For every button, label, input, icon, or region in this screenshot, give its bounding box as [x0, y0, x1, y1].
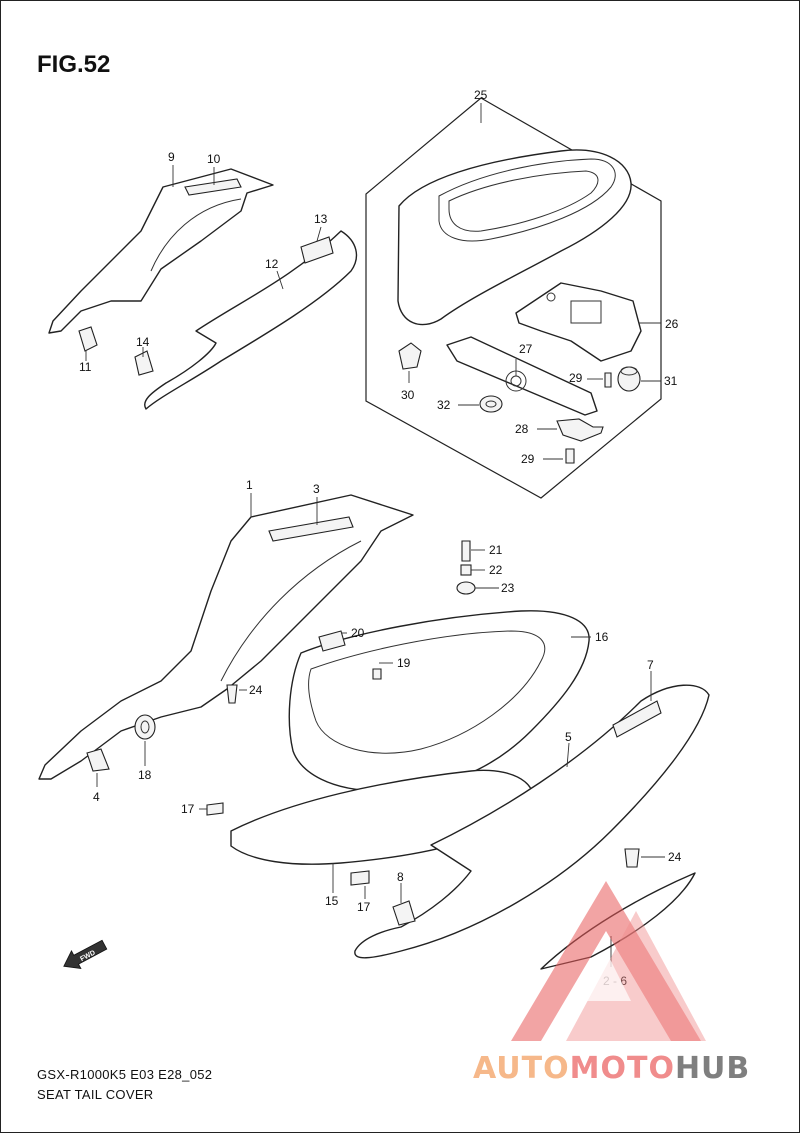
- upper-cover-left-part[interactable]: [48, 168, 274, 334]
- screw-24-right[interactable]: [624, 848, 640, 868]
- bolt-29-lower[interactable]: [565, 448, 575, 464]
- seat-tail-cover-left-part[interactable]: [38, 494, 414, 780]
- bolt-19-part[interactable]: [372, 668, 382, 680]
- callout-13: 13: [314, 212, 328, 226]
- mount-10-part[interactable]: [184, 178, 242, 196]
- callout-15: 15: [325, 894, 339, 908]
- washer-23-part[interactable]: [456, 581, 476, 595]
- seat-tail-cover-right-part[interactable]: [354, 684, 710, 959]
- callout-14: 14: [136, 335, 150, 349]
- callout-24-left: 24: [249, 683, 263, 697]
- callout-24-right: 24: [668, 850, 682, 864]
- clip-4-part[interactable]: [86, 748, 110, 772]
- watermark-logo-text: AUTOMOTOHUB: [473, 1051, 750, 1086]
- callout-22: 22: [489, 563, 503, 577]
- callout-7: 7: [647, 658, 654, 672]
- clip-14-part[interactable]: [134, 350, 154, 376]
- seat-tail-frame-part[interactable]: [288, 610, 590, 792]
- footer-section-title: SEAT TAIL COVER: [37, 1087, 154, 1102]
- mount-7-part[interactable]: [612, 700, 662, 738]
- callout-5: 5: [565, 730, 572, 744]
- latch-part[interactable]: [556, 418, 604, 442]
- bolt-21-part[interactable]: [461, 540, 471, 562]
- callout-25: 25: [474, 88, 488, 102]
- callout-31: 31: [664, 374, 678, 388]
- figure-title: FIG.52: [37, 51, 111, 78]
- seat-cowl-part[interactable]: [397, 149, 632, 326]
- callout-27: 27: [519, 342, 533, 356]
- bolt-29-upper[interactable]: [604, 372, 612, 388]
- cushion-17-left[interactable]: [206, 802, 224, 816]
- callout-8: 8: [397, 870, 404, 884]
- mount-3-part[interactable]: [268, 516, 354, 542]
- footer-model-code: GSX-R1000K5 E03 E28_052: [37, 1067, 213, 1082]
- callout-28: 28: [515, 422, 529, 436]
- callout-9: 9: [168, 150, 175, 164]
- fwd-arrow-icon: FWD: [63, 939, 108, 970]
- collar-22-part[interactable]: [460, 564, 472, 576]
- callout-1: 1: [246, 478, 253, 492]
- mount-13-part[interactable]: [300, 236, 334, 264]
- bracket-20-part[interactable]: [318, 630, 346, 652]
- callout-21: 21: [489, 543, 503, 557]
- automotohub-watermark-logo: [511, 881, 706, 1041]
- screw-24-left[interactable]: [226, 684, 238, 704]
- callout-32: 32: [437, 398, 451, 412]
- callout-26: 26: [665, 317, 679, 331]
- callout-18: 18: [138, 768, 152, 782]
- callout-23: 23: [501, 581, 515, 595]
- grommet-part[interactable]: [479, 395, 503, 413]
- callout-29-lower: 29: [521, 452, 535, 466]
- callout-16: 16: [595, 630, 609, 644]
- clip-11-part[interactable]: [78, 326, 98, 352]
- callout-3: 3: [313, 482, 320, 496]
- callout-4: 4: [93, 790, 100, 804]
- logo-part-moto: MOTO: [569, 1051, 675, 1086]
- clip-8-part[interactable]: [392, 900, 416, 926]
- logo-part-auto: AUTO: [473, 1051, 570, 1086]
- leader-lines: [85, 103, 665, 967]
- grommet-18-part[interactable]: [134, 714, 156, 740]
- callout-12: 12: [265, 257, 279, 271]
- seat-cowl-group-outline: [365, 97, 662, 499]
- callout-30: 30: [401, 388, 415, 402]
- callout-17-left: 17: [181, 802, 195, 816]
- callout-10: 10: [207, 152, 221, 166]
- callout-17-lower: 17: [357, 900, 371, 914]
- rubber-cushion-part[interactable]: [398, 342, 422, 370]
- logo-part-hub: HUB: [674, 1051, 751, 1086]
- callout-19: 19: [397, 656, 411, 670]
- callout-29-upper: 29: [569, 371, 583, 385]
- cushion-17-lower[interactable]: [350, 870, 370, 886]
- seat-bracket-part[interactable]: [515, 282, 642, 362]
- damper-part[interactable]: [617, 366, 641, 392]
- callout-11: 11: [79, 360, 92, 374]
- callout-20: 20: [351, 626, 365, 640]
